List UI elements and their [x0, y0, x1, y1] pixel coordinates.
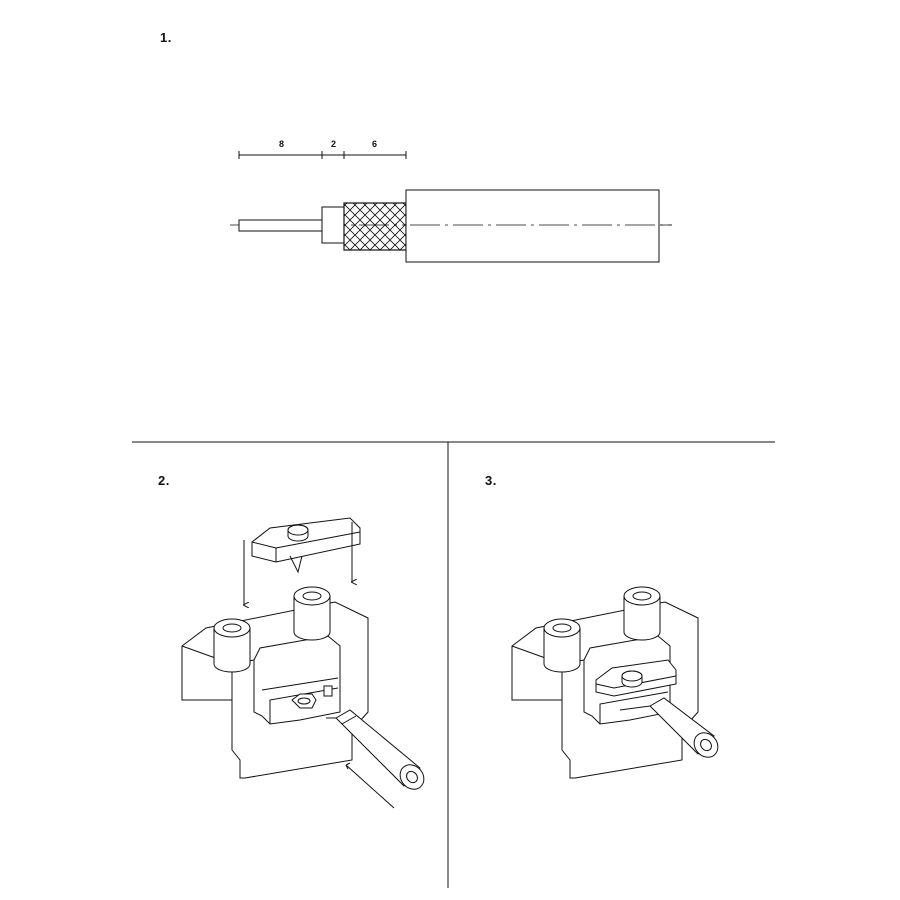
arrow-down-icon	[244, 522, 352, 605]
step-1-number: 1.	[160, 30, 172, 45]
dimension-line	[238, 151, 407, 159]
inner-conductor	[238, 219, 323, 232]
dimension-label-braid: 6	[372, 139, 378, 149]
step-3-number: 3.	[485, 473, 497, 488]
crimp-tool-assembled-icon	[511, 586, 719, 779]
crimp-tool-icon	[181, 586, 425, 790]
coax-cable-stripped-icon	[230, 189, 672, 263]
dielectric	[321, 206, 345, 244]
cable-jacket	[405, 189, 660, 263]
cable-insert-arrow	[345, 762, 395, 809]
step-2-number: 2.	[158, 473, 170, 488]
braid-shield	[343, 202, 407, 251]
dimension-label-dielectric: 2	[331, 139, 337, 149]
dimension-label-inner: 8	[279, 139, 285, 149]
crimp-top-plate	[251, 517, 361, 574]
